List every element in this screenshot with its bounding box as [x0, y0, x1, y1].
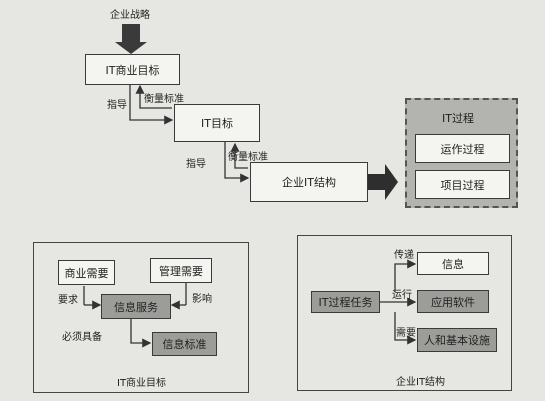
requires-label: 要求	[58, 295, 78, 306]
management-needs-text: 管理需要	[159, 264, 203, 278]
it-process-task-text: IT过程任务	[318, 296, 373, 309]
info-service-text: 信息服务	[114, 300, 158, 314]
info-standard-box: 信息标准	[152, 332, 217, 356]
measure-arrow-2	[230, 142, 248, 169]
management-needs-box: 管理需要	[150, 258, 212, 283]
it-goal-box: IT目标	[174, 104, 260, 142]
strategy-arrow	[115, 24, 147, 54]
business-needs-text: 商业需要	[64, 266, 109, 280]
info-text: 信息	[442, 257, 464, 271]
run-label: 运行	[392, 290, 412, 301]
must-have-label: 必须具备	[62, 332, 102, 343]
people-infrastructure-box: 人和基本设施	[417, 328, 497, 352]
need-label: 需要	[396, 328, 416, 339]
deliver-label: 传递	[394, 250, 414, 261]
it-business-goal-text: IT商业目标	[105, 63, 160, 77]
deliver-arrow	[394, 259, 417, 292]
affects-label: 影响	[192, 294, 212, 305]
it-process-title: IT过程	[442, 112, 474, 125]
guide-label-1: 指导	[107, 100, 127, 111]
must-have-arrow	[130, 318, 152, 348]
measure-label-1: 衡量标准	[144, 94, 184, 105]
operation-process-text: 运作过程	[440, 142, 485, 156]
strategy-label: 企业战略	[110, 10, 150, 21]
info-standard-text: 信息标准	[162, 338, 207, 351]
people-infrastructure-text: 人和基本设施	[424, 334, 490, 347]
info-box: 信息	[417, 252, 489, 275]
guide-label-2: 指导	[186, 159, 206, 170]
guide-arrow-1	[129, 84, 174, 125]
it-process-task-box: IT过程任务	[311, 291, 380, 313]
measure-label-2: 衡量标准	[228, 152, 268, 163]
it-structure-box: 企业IT结构	[250, 162, 368, 202]
guide-arrow-2	[224, 142, 250, 183]
process-block-arrow	[368, 164, 398, 200]
it-business-goal-caption: IT商业目标	[117, 378, 167, 389]
info-service-box: 信息服务	[101, 294, 171, 319]
application-software-text: 应用软件	[431, 295, 475, 309]
project-process-text: 项目过程	[440, 178, 485, 192]
it-goal-text: IT目标	[201, 117, 233, 130]
business-needs-box: 商业需要	[58, 260, 115, 285]
project-process-box: 项目过程	[415, 170, 510, 199]
operation-process-box: 运作过程	[415, 134, 510, 163]
need-arrow	[394, 312, 417, 345]
enterprise-it-structure-panel	[297, 235, 512, 391]
application-software-box: 应用软件	[417, 290, 489, 313]
measure-arrow-1	[135, 84, 172, 109]
it-structure-text: 企业IT结构	[282, 176, 336, 189]
it-business-goal-panel	[33, 242, 249, 393]
enterprise-it-structure-caption: 企业IT结构	[396, 377, 446, 388]
it-business-goal-box: IT商业目标	[85, 54, 180, 85]
